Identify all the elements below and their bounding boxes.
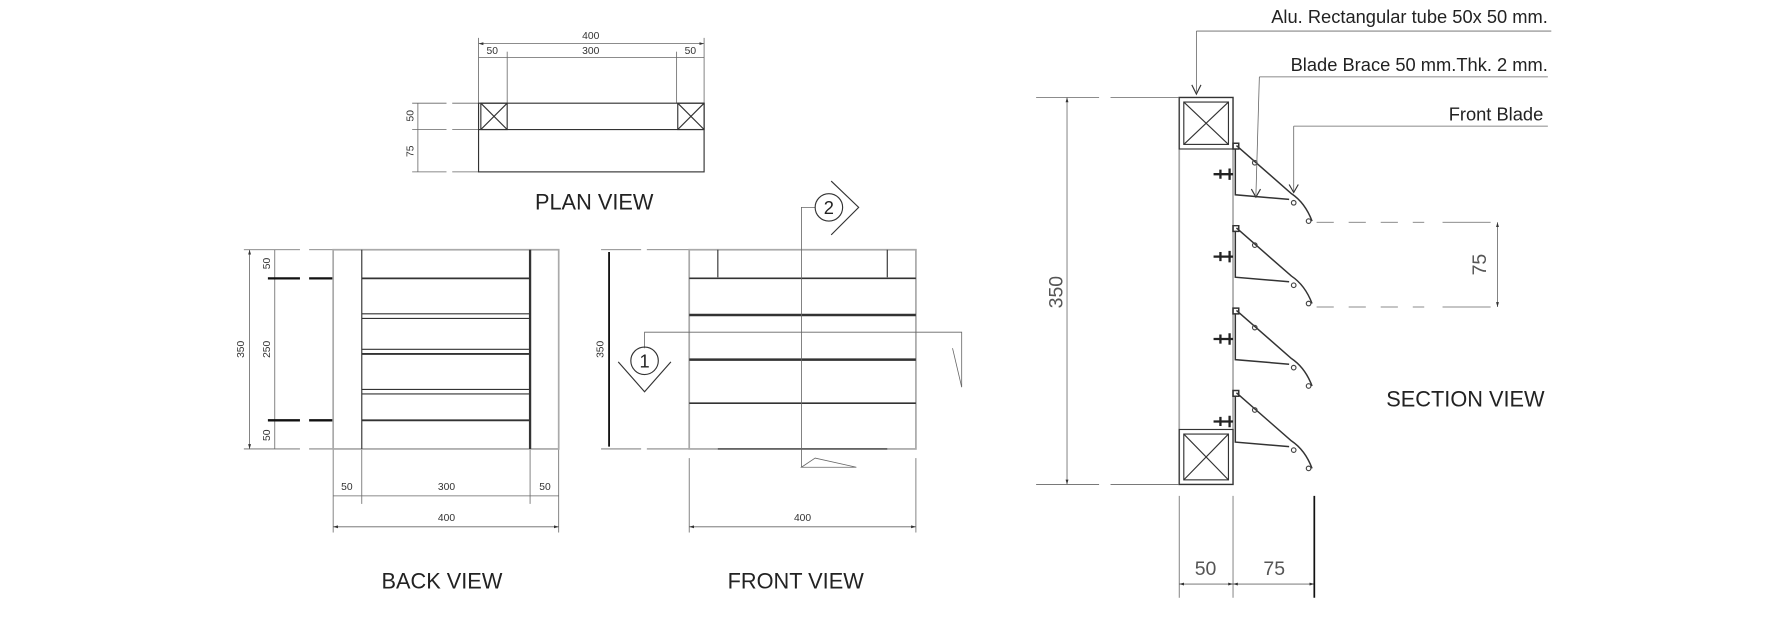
- label-front-blade: Front Blade: [1449, 103, 1544, 124]
- blade-clip: [1251, 324, 1258, 331]
- blade-clip: [1305, 218, 1312, 224]
- dim-top-50: 50: [262, 257, 273, 269]
- blade-clip: [1251, 242, 1258, 249]
- dim-300: 300: [582, 46, 599, 57]
- screw-icon: [1213, 250, 1234, 263]
- dim-bottom-50: 50: [262, 429, 273, 441]
- dim-height-350: 350: [236, 340, 247, 357]
- screw-icon: [1213, 415, 1234, 428]
- blade-clip: [1290, 282, 1297, 289]
- dim-depth-50: 50: [405, 110, 416, 122]
- dim-height-350: 350: [595, 340, 606, 357]
- screw-icon: [1213, 168, 1234, 180]
- blade-clip: [1290, 364, 1297, 371]
- dim-center-300: 300: [438, 482, 455, 493]
- blade-clip: [1290, 199, 1297, 206]
- dim-left-50: 50: [341, 482, 353, 493]
- screw-icon: [1213, 333, 1234, 345]
- back-view-title: BACK VIEW: [381, 569, 502, 594]
- section-view-title: SECTION VIEW: [1386, 387, 1545, 412]
- dim-pitch-75: 75: [1469, 254, 1491, 276]
- plan-view-title: PLAN VIEW: [535, 190, 654, 215]
- blade-group: [1213, 142, 1313, 472]
- dim-right-50: 50: [539, 482, 551, 493]
- front-view-title: FRONT VIEW: [728, 569, 865, 594]
- dim-400: 400: [582, 31, 599, 42]
- section-marker-2-label: 2: [824, 197, 834, 218]
- blade: [1213, 224, 1313, 307]
- label-brace: Blade Brace 50 mm.Thk. 2 mm.: [1291, 54, 1548, 75]
- front-view: 2 1 350 400 FRONT VIEW: [595, 180, 963, 594]
- blade: [1213, 142, 1313, 224]
- section-view: Alu. Rectangular tube 50x 50 mm. Blade B…: [1036, 6, 1552, 598]
- blade: [1213, 307, 1313, 389]
- plan-view: 400 50 300 50 50 75 PLAN VIEW: [405, 31, 705, 215]
- dim-total-400: 400: [438, 513, 455, 524]
- dim-total-400: 400: [794, 513, 811, 524]
- section-marker-1-label: 1: [639, 351, 649, 372]
- blade-clip: [1290, 447, 1297, 453]
- dim-50-right: 50: [685, 46, 697, 57]
- section-marker-2[interactable]: 2: [800, 180, 860, 468]
- blade-clip: [1305, 383, 1312, 389]
- dim-blade-75: 75: [1263, 558, 1285, 580]
- dim-mid-250: 250: [262, 340, 273, 357]
- label-tube: Alu. Rectangular tube 50x 50 mm.: [1271, 6, 1548, 27]
- dim-50-left: 50: [487, 46, 499, 57]
- dim-tube-50: 50: [1195, 558, 1217, 580]
- blade-clip: [1305, 465, 1312, 472]
- section-marker-1[interactable]: 1: [617, 331, 963, 393]
- tube-square-left: [480, 102, 508, 131]
- blade-clip: [1305, 300, 1312, 307]
- blade: [1213, 389, 1313, 472]
- dim-depth-75: 75: [405, 145, 416, 157]
- tube-square-right: [677, 102, 705, 131]
- back-view: 350 50 250 50 50 300 50 400 BACK VIEW: [236, 248, 560, 594]
- dim-height-350: 350: [1045, 276, 1067, 309]
- blade-clip: [1251, 407, 1258, 413]
